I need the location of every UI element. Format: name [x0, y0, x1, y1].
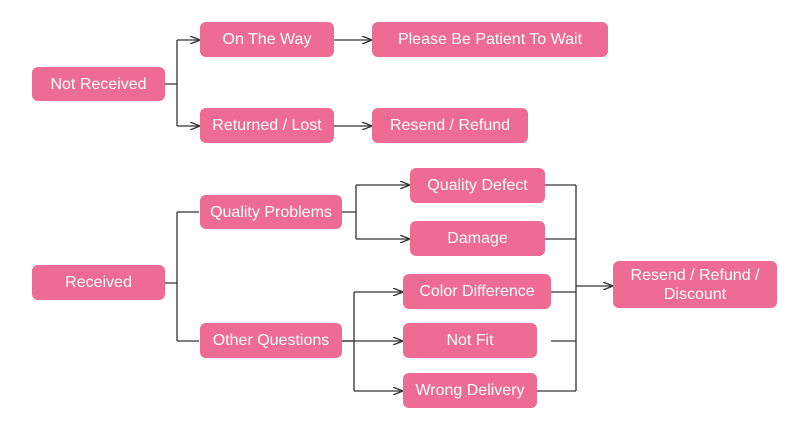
connector-quality-split	[342, 185, 357, 239]
connector-received-split	[165, 211, 199, 342]
node-resend-refund: Resend / Refund	[372, 108, 528, 143]
node-damage: Damage	[410, 221, 545, 256]
node-resend-refund-discount: Resend / Refund / Discount	[613, 261, 777, 308]
connector-merge	[537, 184, 577, 392]
node-on-the-way: On The Way	[200, 22, 334, 57]
node-not-received: Not Received	[32, 67, 165, 101]
node-please-be-patient-to-wait: Please Be Patient To Wait	[372, 22, 608, 57]
node-received: Received	[32, 265, 165, 300]
node-color-difference: Color Difference	[403, 274, 551, 309]
node-wrong-delivery: Wrong Delivery	[403, 373, 537, 408]
node-not-fit: Not Fit	[403, 323, 537, 358]
node-quality-problems: Quality Problems	[200, 195, 342, 229]
node-quality-defect: Quality Defect	[410, 168, 545, 203]
connector-not-received-split	[165, 40, 178, 126]
node-other-questions: Other Questions	[200, 323, 342, 358]
node-returned-lost: Returned / Lost	[200, 108, 334, 143]
